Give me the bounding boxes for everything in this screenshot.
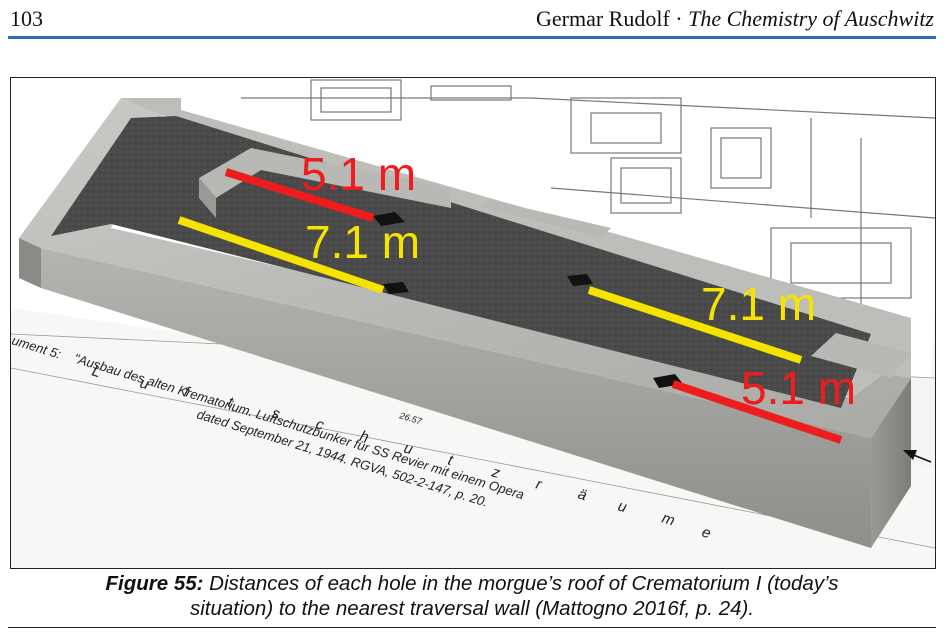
- measurement-overlays: 5.1 m 7.1 m 7.1 m 5.1 m: [177, 148, 856, 444]
- caption-text-line1: Distances of each hole in the morgue’s r…: [203, 572, 839, 595]
- measurement-line: [224, 168, 375, 222]
- running-head: Germar Rudolf · The Chemistry of Auschwi…: [536, 6, 934, 32]
- measurement-label: 5.1 m: [741, 362, 856, 414]
- measurement-label: 7.1 m: [701, 278, 816, 330]
- running-head-author: Germar Rudolf ·: [535, 6, 689, 31]
- plan-letter: t: [226, 394, 236, 412]
- plan-letter: r: [534, 476, 545, 494]
- measurement-line: [177, 216, 385, 294]
- header-rule: [8, 36, 936, 39]
- measurement-line: [587, 286, 803, 364]
- measurement-label: 5.1 m: [301, 148, 416, 200]
- page-header: 103 Germar Rudolf · The Chemistry of Aus…: [0, 0, 944, 40]
- caption-text-line2: situation) to the nearest traversal wall…: [189, 597, 755, 620]
- footer-rule: [8, 627, 936, 628]
- plan-letter: t: [446, 452, 456, 470]
- figure-caption: Figure 55: Distances of each hole in the…: [8, 571, 936, 621]
- north-arrow: [903, 450, 932, 463]
- page-number: 103: [10, 6, 43, 31]
- measurement-label: 7.1 m: [305, 216, 420, 268]
- morgue-structure: [19, 98, 911, 548]
- figure-image: L u f t s c h u t z r ä u m e ument 5: "…: [10, 77, 936, 569]
- running-head-book-title: The Chemistry of Auschwitz: [688, 6, 934, 31]
- plan-letter: m: [660, 510, 677, 530]
- morgue-3d-rendering: L u f t s c h u t z r ä u m e ument 5: "…: [11, 78, 935, 568]
- plan-letter: f: [182, 384, 193, 402]
- measurement-line: [671, 380, 843, 444]
- figure-label: Figure 55:: [105, 572, 204, 595]
